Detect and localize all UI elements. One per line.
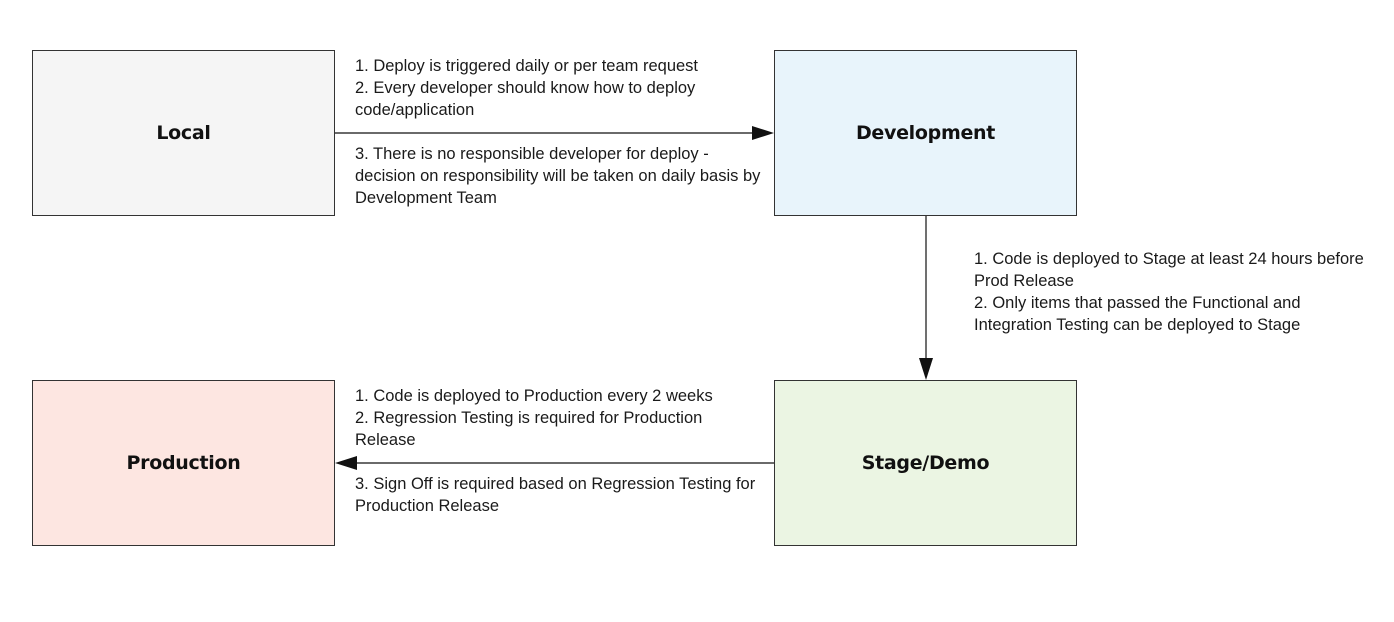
edge-note-local-development-below: 3. There is no responsible developer for… xyxy=(355,145,761,207)
node-production: Production xyxy=(32,380,335,546)
edge-note-local-development-above: 1. Deploy is triggered daily or per team… xyxy=(355,57,699,119)
arrowhead-icon xyxy=(919,358,933,380)
edge-note-stage-production-below: 3. Sign Off is required based on Regress… xyxy=(355,475,756,515)
edge-development-to-stage xyxy=(919,216,933,380)
node-local: Local xyxy=(32,50,335,216)
node-stage-demo: Stage/Demo xyxy=(774,380,1077,546)
edge-local-to-development xyxy=(335,126,774,140)
edge-note-stage-production-above: 1. Code is deployed to Production every … xyxy=(355,387,713,449)
arrowhead-icon xyxy=(752,126,774,140)
node-development: Development xyxy=(774,50,1077,216)
arrowhead-icon xyxy=(335,456,357,470)
edge-stage-to-production xyxy=(335,456,774,470)
edge-note-development-stage: 1. Code is deployed to Stage at least 24… xyxy=(974,250,1364,334)
node-label: Development xyxy=(855,122,996,144)
node-label: Local xyxy=(156,122,211,144)
node-label: Production xyxy=(126,452,241,474)
node-label: Stage/Demo xyxy=(861,452,990,474)
